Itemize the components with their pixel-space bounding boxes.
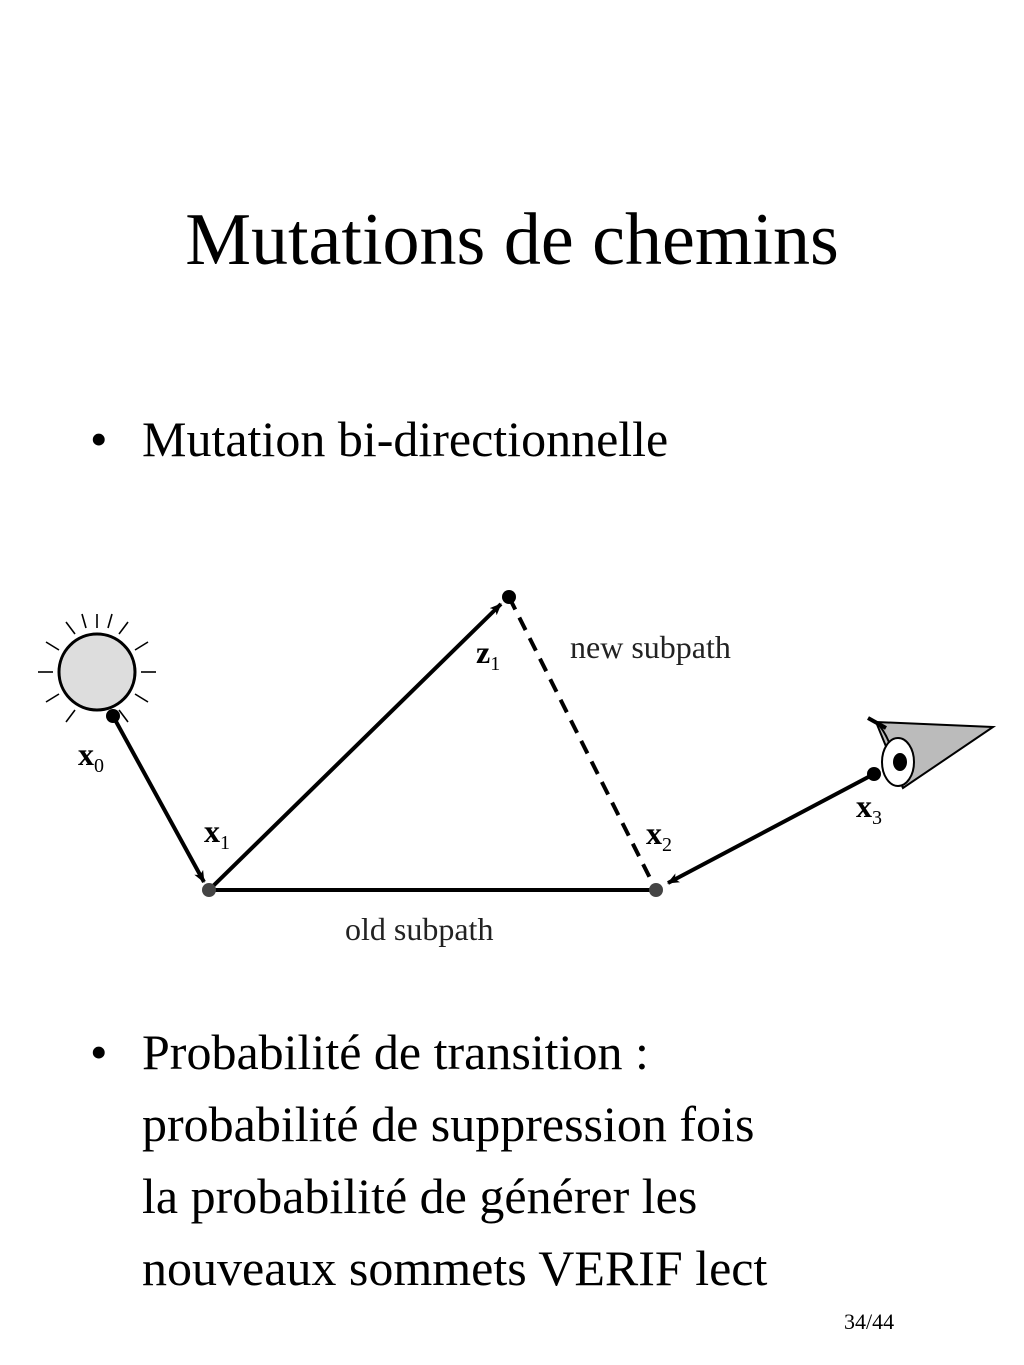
label-x1: x1	[204, 813, 230, 854]
label-new-subpath: new subpath	[570, 629, 731, 665]
eye-icon	[867, 716, 997, 790]
bullet-marker: •	[90, 411, 108, 467]
label-x2: x2	[646, 815, 672, 856]
vertex-x2	[649, 883, 663, 897]
vertex-x0	[106, 709, 120, 723]
label-x0: x0	[78, 736, 104, 777]
bullet-text: Mutation bi-directionnelle	[142, 411, 669, 467]
edge-new-subpath	[507, 596, 658, 891]
label-z1: z1	[476, 634, 500, 675]
vertex-x1	[202, 883, 216, 897]
vertex-z1	[502, 590, 516, 604]
path-mutation-diagram: x0 x1 z1 x2 x3 new subpath old subpath	[38, 590, 997, 947]
edge-x0-x1	[111, 715, 206, 883]
vertex-x3	[867, 767, 881, 781]
bullet-line: probabilité de suppression fois	[142, 1096, 755, 1152]
page-number: 34/44	[844, 1309, 895, 1334]
slide-title: Mutations de chemins	[185, 199, 839, 281]
edge-x3-x2	[667, 772, 875, 885]
label-old-subpath: old subpath	[345, 911, 493, 947]
sun-icon	[38, 613, 156, 723]
bullet-transition-probability: • Probabilité de transition : probabilit…	[90, 1016, 940, 1304]
bullet-marker: •	[90, 1024, 108, 1080]
bullet-line: nouveaux sommets VERIF lect	[142, 1240, 768, 1296]
bullet-mutation: • Mutation bi-directionnelle	[90, 403, 668, 475]
bullet-line: la probabilité de générer les	[142, 1168, 698, 1224]
label-x3: x3	[856, 788, 882, 829]
edge-x1-z1	[207, 602, 503, 892]
bullet-line: Probabilité de transition :	[142, 1024, 649, 1080]
